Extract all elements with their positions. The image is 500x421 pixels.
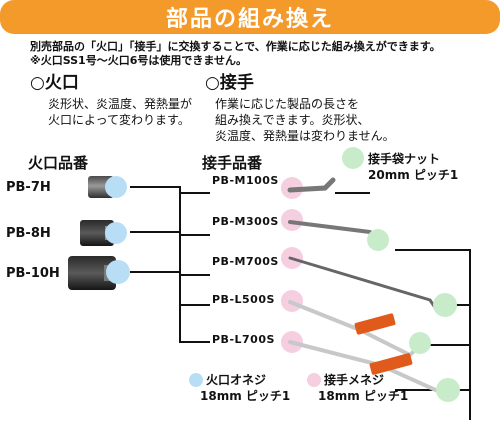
title-banner: 部品の組み換え: [0, 0, 500, 34]
joint-handles: [354, 313, 413, 375]
nozzle-bus-line: [130, 186, 210, 343]
nut-legend-line-2: 20mm ピッチ1: [368, 168, 459, 182]
connector-lines: [130, 186, 471, 420]
joint-code-pb-m100s: PB-M100S: [212, 174, 279, 187]
nozzle-pb-8h: [80, 220, 127, 246]
joint-thread-legend-marker: [307, 373, 321, 387]
joint-code-pb-m700s: PB-M700S: [212, 255, 279, 268]
nozzle-code-pb-8h: PB-8H: [6, 226, 51, 241]
nozzle-code-pb-10h: PB-10H: [6, 266, 60, 281]
nozzle-thread-marker: [105, 176, 127, 198]
nozzle-thread-legend-marker: [189, 373, 203, 387]
nozzle-pb-7h: [88, 176, 127, 198]
nozzle-pb-10h: [68, 256, 130, 290]
nozzle-thread-legend-line-2: 18mm ピッチ1: [200, 389, 291, 403]
nut-legend-line-1: 接手袋ナット: [368, 152, 441, 166]
joint-desc-line-2: 組み換えできます。炎形状、: [215, 113, 370, 127]
nozzle-column-label: 火口品番: [28, 154, 89, 172]
joint-desc-line-3: 炎温度、発熱量は変わりません。: [215, 129, 395, 143]
joint-code-pb-l500s: PB-L500S: [212, 293, 275, 306]
nut-markers: [342, 147, 460, 402]
intro-note: 別売部品の「火口」「接手」に交換することで、作業に応じた組み換えができます。: [30, 40, 441, 53]
joint-rods: [287, 177, 450, 395]
joint-thread-legend-line-1: 接手メネジ: [324, 373, 385, 387]
joint-desc-line-1: 作業に応じた製品の長さを: [215, 97, 360, 111]
right-bus-line: [395, 249, 471, 420]
joint-code-pb-l700s: PB-L700S: [212, 333, 275, 346]
page-title: 部品の組み換え: [165, 7, 334, 32]
nozzle-desc-line-2: 火口によって変わります。: [48, 113, 190, 127]
nozzle-thread-legend-line-1: 火口オネジ: [206, 373, 267, 387]
joint-thread-legend-line-2: 18mm ピッチ1: [318, 389, 409, 403]
joint-column-label: 接手品番: [202, 154, 263, 172]
joint-heading: ○接手: [205, 73, 254, 93]
nut-legend-marker: [342, 147, 364, 169]
joint-thread-markers: [281, 177, 303, 353]
nozzle-code-pb-7h: PB-7H: [6, 180, 51, 195]
nozzle-desc-line-1: 炎形状、炎温度、発熱量が: [48, 97, 193, 111]
joint-code-pb-m300s: PB-M300S: [212, 215, 279, 228]
nozzle-heading: ○火口: [30, 73, 79, 93]
exclusion-note: ※火口SS1号〜火口6号は使用できません。: [30, 54, 248, 67]
